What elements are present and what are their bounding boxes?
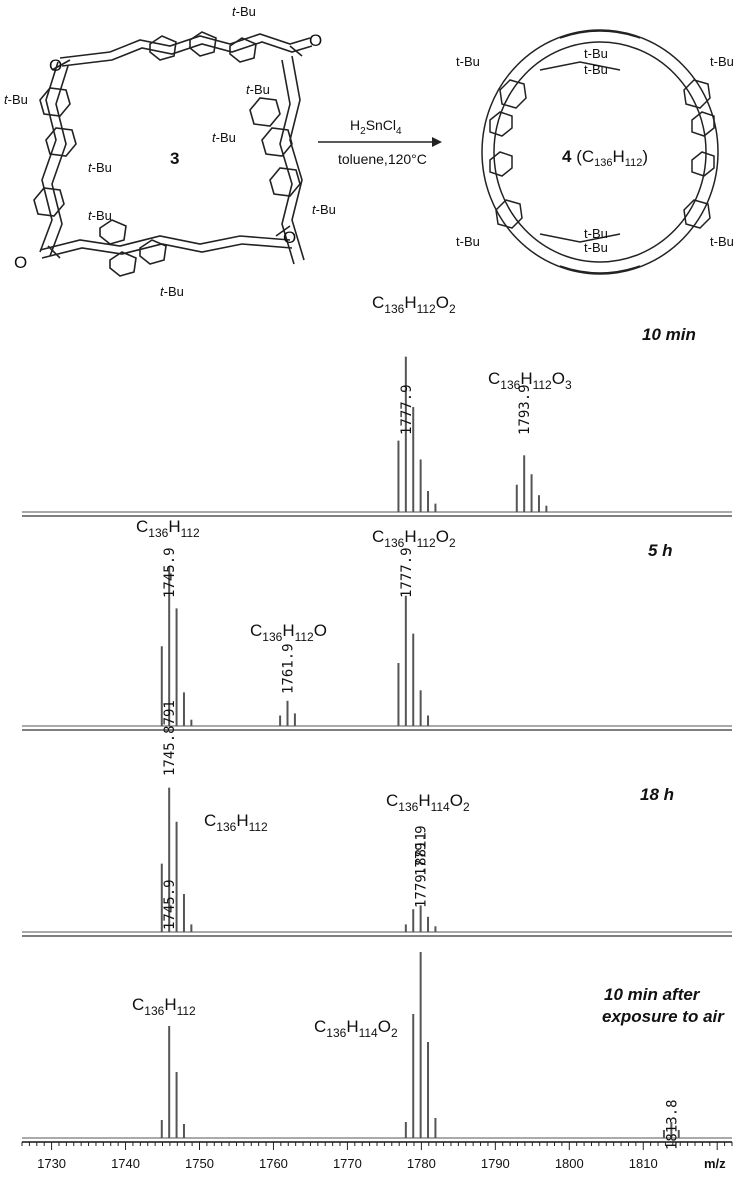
tbu-label: t-Bu (456, 54, 480, 69)
x-tick-label: 1750 (185, 1156, 214, 1171)
peak-value-label: 1813.8 (664, 1099, 680, 1150)
tbu-labels-4: t-Bu t-Bu t-Bu t-Bu t-Bu t-Bu t-Bu t-Bu (456, 46, 734, 255)
formula-label: C136H112O2 (372, 527, 456, 550)
tbu-label: t-Bu (232, 4, 256, 19)
compound-3-label: 3 (170, 149, 179, 168)
tbu-label: t-Bu (584, 62, 608, 77)
tbu-label: t-Bu (584, 46, 608, 61)
peak-value-label: 1793.9 (517, 384, 533, 435)
peak-value-label: 1745.8791 (162, 700, 178, 776)
tbu-label: t-Bu (246, 82, 270, 97)
formula-label: C136H114O2 (314, 1017, 398, 1040)
oxygen-label: O (283, 228, 296, 247)
formula-label: C136H112 (132, 995, 196, 1018)
conditions-label: toluene,120°C (338, 151, 427, 167)
panel-caption: 18 h (640, 785, 674, 804)
x-tick-label: 1770 (333, 1156, 362, 1171)
formula-label: C136H112 (204, 811, 268, 834)
macrocycle-3-structure (33, 31, 313, 277)
x-axis-label: m/z (704, 1156, 726, 1171)
tbu-label: t-Bu (456, 234, 480, 249)
reaction-arrow (318, 137, 442, 147)
formula-label: C136H112 (136, 517, 200, 540)
reagent-label: H2SnCl4 (350, 117, 402, 137)
peak-value-label: 1779.8811 (414, 832, 430, 908)
panel-caption: exposure to air (602, 1007, 725, 1026)
formula-label: C136H112O2 (372, 293, 456, 316)
tbu-label: t-Bu (212, 130, 236, 145)
tbu-label: t-Bu (4, 92, 28, 107)
tbu-label: t-Bu (710, 234, 734, 249)
peak-value-label: 1777.9 (399, 384, 415, 435)
x-tick-label: 1740 (111, 1156, 140, 1171)
panel-caption: 5 h (648, 541, 673, 560)
peak-value-label: 1745.9 (162, 879, 178, 930)
spectrum-panel: 1745.8791 1779.8811 C136H112 C136H114O2 18 h (22, 700, 732, 937)
tbu-labels-3: t-Bu t-Bu t-Bu t-Bu t-Bu t-Bu t-Bu t-Bu (4, 4, 336, 299)
reaction-scheme: O O O O t-Bu t-Bu t-Bu t-Bu t-Bu t-Bu t-… (4, 4, 734, 299)
tbu-label: t-Bu (584, 240, 608, 255)
tbu-label: t-Bu (312, 202, 336, 217)
oxygen-label: O (309, 31, 322, 50)
tbu-label: t-Bu (160, 284, 184, 299)
peak-value-label: 1745.9 (162, 547, 178, 598)
compound-4-label: 4 (C136H112) (562, 147, 648, 169)
x-tick-label: 1780 (407, 1156, 436, 1171)
tbu-label: t-Bu (710, 54, 734, 69)
panel-caption: 10 min after (604, 985, 701, 1004)
peak-value-label: 1779.9 (414, 825, 430, 876)
formula-label: C136H112O3 (488, 369, 572, 392)
peak-value-label: 1777.9 (399, 547, 415, 598)
x-tick-label: 1800 (555, 1156, 584, 1171)
oxygen-label: O (49, 56, 62, 75)
panel-caption: 10 min (642, 325, 696, 344)
tbu-label: t-Bu (88, 208, 112, 223)
formula-label: C136H112O (250, 621, 327, 644)
x-tick-label: 1790 (481, 1156, 510, 1171)
x-tick-label: 1730 (37, 1156, 66, 1171)
formula-label: C136H114O2 (386, 791, 470, 814)
x-tick-label: 1760 (259, 1156, 288, 1171)
tbu-label: t-Bu (88, 160, 112, 175)
macrocycle-4-structure (481, 29, 719, 275)
x-axis: 1730 1740 1750 1760 1770 1780 1790 1800 1810 m/z (21, 1141, 733, 1171)
x-tick-label: 1810 (629, 1156, 658, 1171)
tbu-label: t-Bu (584, 226, 608, 241)
oxygen-label: O (14, 253, 27, 272)
peak-value-label: 1761.9 (281, 643, 297, 694)
